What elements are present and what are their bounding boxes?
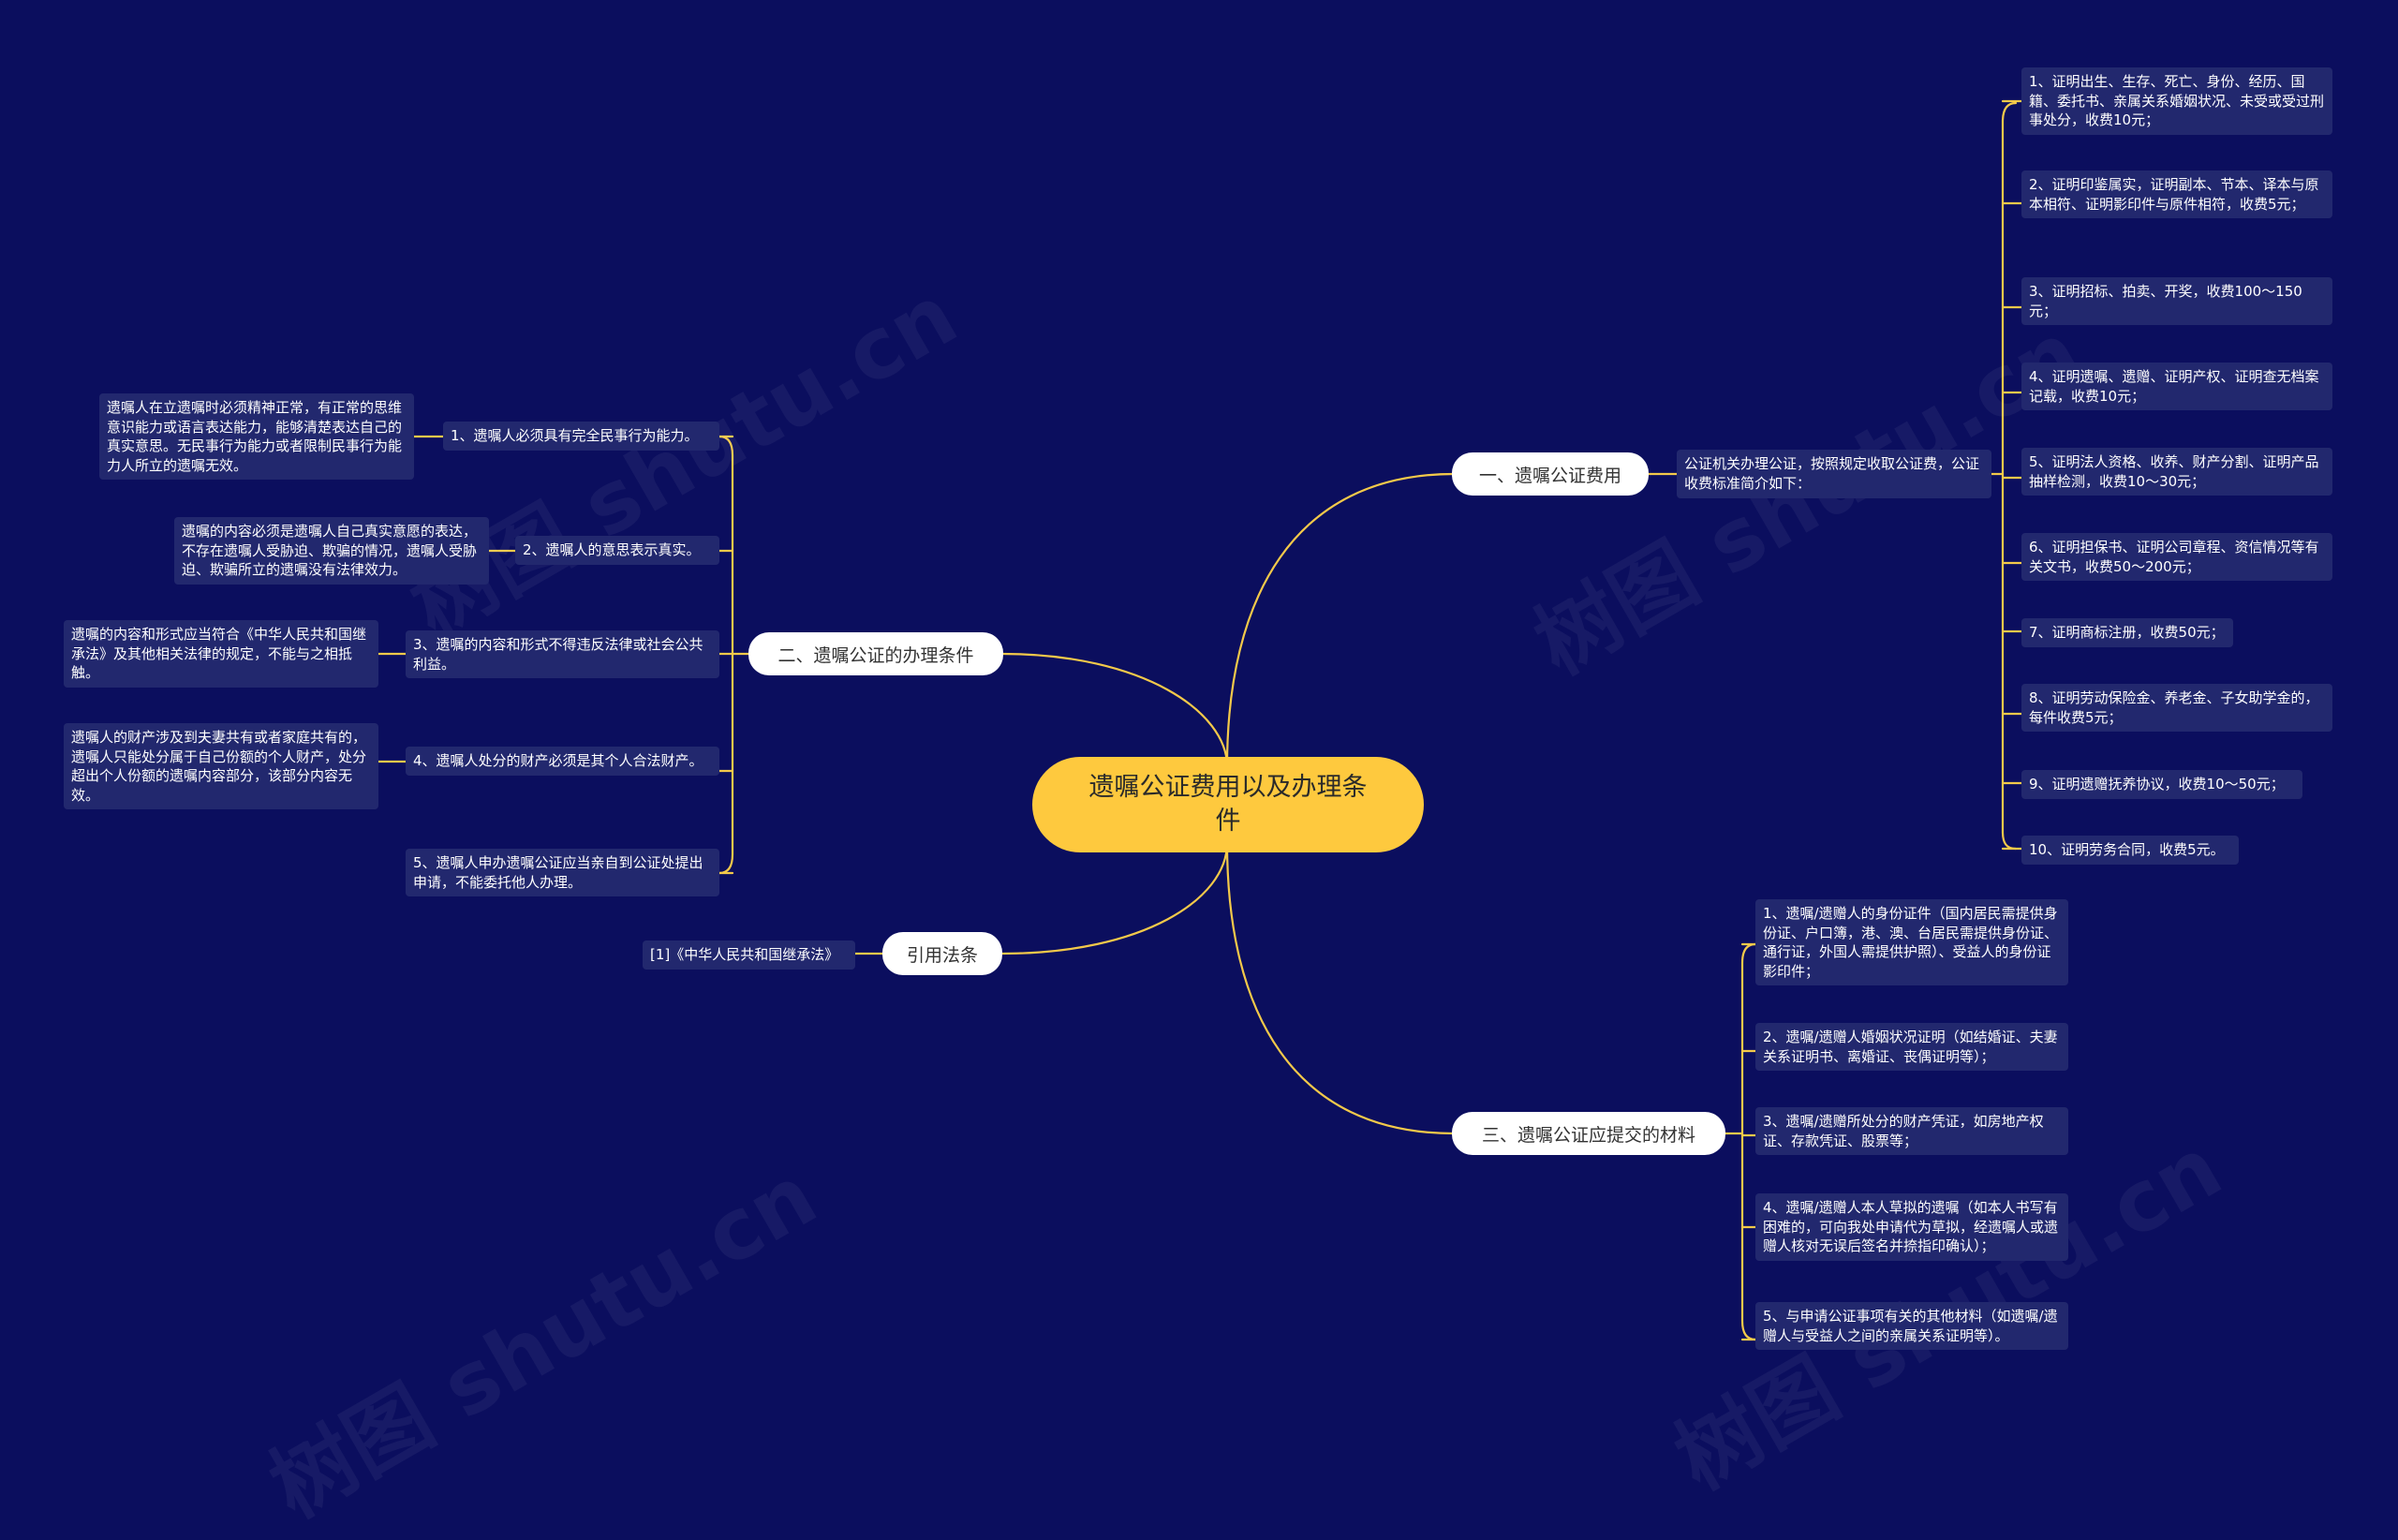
fee-item[interactable]: 8、证明劳动保险金、养老金、子女助学金的，每件收费5元； xyxy=(2021,684,2332,732)
fees-bracket xyxy=(2001,101,2018,851)
law-item[interactable]: [1]《中华人民共和国继承法》 xyxy=(643,940,855,970)
root-topic[interactable]: 遗嘱公证费用以及办理条件 xyxy=(1032,757,1424,852)
link-root-conditions xyxy=(1000,652,1229,768)
link-root-fees xyxy=(1225,472,1456,768)
condition-detail[interactable]: 遗嘱的内容必须是遗嘱人自己真实意愿的表达，不存在遗嘱人受胁迫、欺骗的情况，遗嘱人… xyxy=(174,517,489,585)
branch-fees[interactable]: 一、遗嘱公证费用 xyxy=(1452,452,1649,496)
condition-detail[interactable]: 遗嘱的内容和形式应当符合《中华人民共和国继承法》及其他相关法律的规定，不能与之相… xyxy=(64,620,378,688)
materials-bracket xyxy=(1740,942,1757,1341)
branch-materials[interactable]: 三、遗嘱公证应提交的材料 xyxy=(1452,1112,1725,1155)
condition-item[interactable]: 1、遗嘱人必须具有完全民事行为能力。 xyxy=(443,422,719,451)
branch-conditions[interactable]: 二、遗嘱公证的办理条件 xyxy=(748,632,1003,675)
fee-item[interactable]: 3、证明招标、拍卖、开奖，收费100～150元； xyxy=(2021,277,2332,325)
link-root-materials xyxy=(1225,841,1456,1135)
condition-item[interactable]: 4、遗嘱人处分的财产必须是其个人合法财产。 xyxy=(406,747,719,776)
material-item[interactable]: 5、与申请公证事项有关的其他材料（如遗嘱/遗赠人与受益人之间的亲属关系证明等）。 xyxy=(1755,1302,2068,1350)
fee-item[interactable]: 2、证明印鉴属实，证明副本、节本、译本与原本相符、证明影印件与原件相符，收费5元… xyxy=(2021,170,2332,218)
condition-item[interactable]: 2、遗嘱人的意思表示真实。 xyxy=(515,536,719,565)
fee-item[interactable]: 4、证明遗嘱、遗赠、证明产权、证明查无档案记载，收费10元； xyxy=(2021,363,2332,410)
fee-item[interactable]: 1、证明出生、生存、死亡、身份、经历、国籍、委托书、亲属关系婚姻状况、未受或受过… xyxy=(2021,67,2332,135)
material-item[interactable]: 4、遗嘱/遗赠人本人草拟的遗嘱（如本人书写有困难的，可向我处申请代为草拟，经遗嘱… xyxy=(1755,1193,2068,1261)
connector-lines xyxy=(377,99,2023,1341)
link-root-law xyxy=(1000,841,1229,955)
condition-detail[interactable]: 遗嘱人的财产涉及到夫妻共有或者家庭共有的，遗嘱人只能处分属于自己份额的个人财产，… xyxy=(64,723,378,809)
condition-item[interactable]: 5、遗嘱人申办遗嘱公证应当亲自到公证处提出申请，不能委托他人办理。 xyxy=(406,849,719,896)
fee-item[interactable]: 5、证明法人资格、收养、财产分割、证明产品抽样检测，收费10～30元； xyxy=(2021,448,2332,496)
condition-item[interactable]: 3、遗嘱的内容和形式不得违反法律或社会公共利益。 xyxy=(406,630,719,678)
fee-item[interactable]: 7、证明商标注册，收费50元； xyxy=(2021,618,2233,647)
branch-law[interactable]: 引用法条 xyxy=(882,932,1002,975)
fees-intro[interactable]: 公证机关办理公证，按照规定收取公证费，公证收费标准简介如下： xyxy=(1677,450,1991,498)
material-item[interactable]: 2、遗嘱/遗赠人婚姻状况证明（如结婚证、夫妻关系证明书、离婚证、丧偶证明等）； xyxy=(1755,1023,2068,1071)
fee-item[interactable]: 9、证明遗赠抚养协议，收费10～50元； xyxy=(2021,770,2302,799)
condition-detail[interactable]: 遗嘱人在立遗嘱时必须精神正常，有正常的思维意识能力或语言表达能力，能够清楚表达自… xyxy=(99,393,414,480)
material-item[interactable]: 3、遗嘱/遗赠所处分的财产凭证，如房地产权证、存款凭证、股票等； xyxy=(1755,1107,2068,1155)
fee-item[interactable]: 6、证明担保书、证明公司章程、资信情况等有关文书，收费50～200元； xyxy=(2021,533,2332,581)
material-item[interactable]: 1、遗嘱/遗赠人的身份证件（国内居民需提供身份证、户口簿，港、澳、台居民需提供身… xyxy=(1755,899,2068,985)
fee-item[interactable]: 10、证明劳务合同，收费5元。 xyxy=(2021,836,2239,865)
